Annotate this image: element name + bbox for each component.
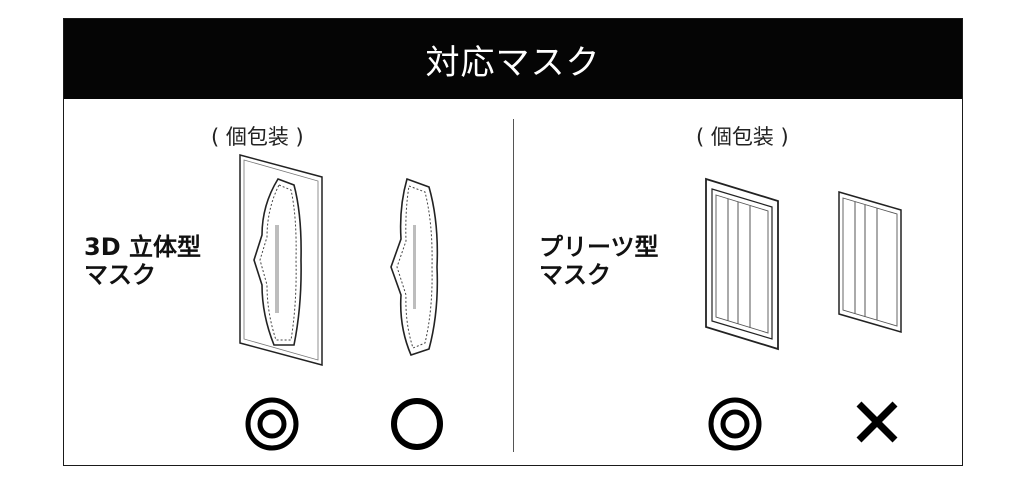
double-circle-icon: [708, 397, 762, 451]
left-mask-type-line1: 3D 立体型: [84, 233, 201, 261]
cross-icon: [856, 401, 898, 443]
pleated-mask-bare-illustration: [838, 191, 902, 333]
right-bare-compatibility-mark: [852, 397, 902, 451]
header-title: 対応マスク: [425, 42, 601, 83]
section-divider: [513, 119, 514, 452]
left-bare-compatibility-mark: [389, 396, 445, 456]
left-mask-type-line2: マスク: [84, 261, 156, 289]
right-individual-pack-label: ( 個包装 ): [696, 125, 789, 149]
3d-mask-bare-illustration: [390, 177, 439, 356]
right-mask-type-label: プリーツ型 マスク: [539, 233, 659, 289]
left-mask-type-label: 3D 立体型 マスク: [84, 233, 201, 289]
right-mask-type-line2: マスク: [539, 261, 611, 289]
right-packaged-compatibility-mark: [707, 396, 763, 456]
compatible-masks-panel: 対応マスク ( 個包装 ) 3D 立体型 マスク ( 個包装 ) プリーツ型: [63, 18, 963, 466]
double-circle-icon: [245, 397, 299, 451]
circle-icon: [391, 398, 443, 450]
pleated-mask-packaged-illustration: [705, 177, 779, 351]
3d-mask-packaged-illustration: [239, 154, 323, 366]
left-packaged-compatibility-mark: [244, 396, 300, 456]
header-bar: 対応マスク: [64, 19, 962, 99]
left-individual-pack-label: ( 個包装 ): [211, 125, 304, 149]
right-mask-type-line1: プリーツ型: [539, 233, 659, 261]
